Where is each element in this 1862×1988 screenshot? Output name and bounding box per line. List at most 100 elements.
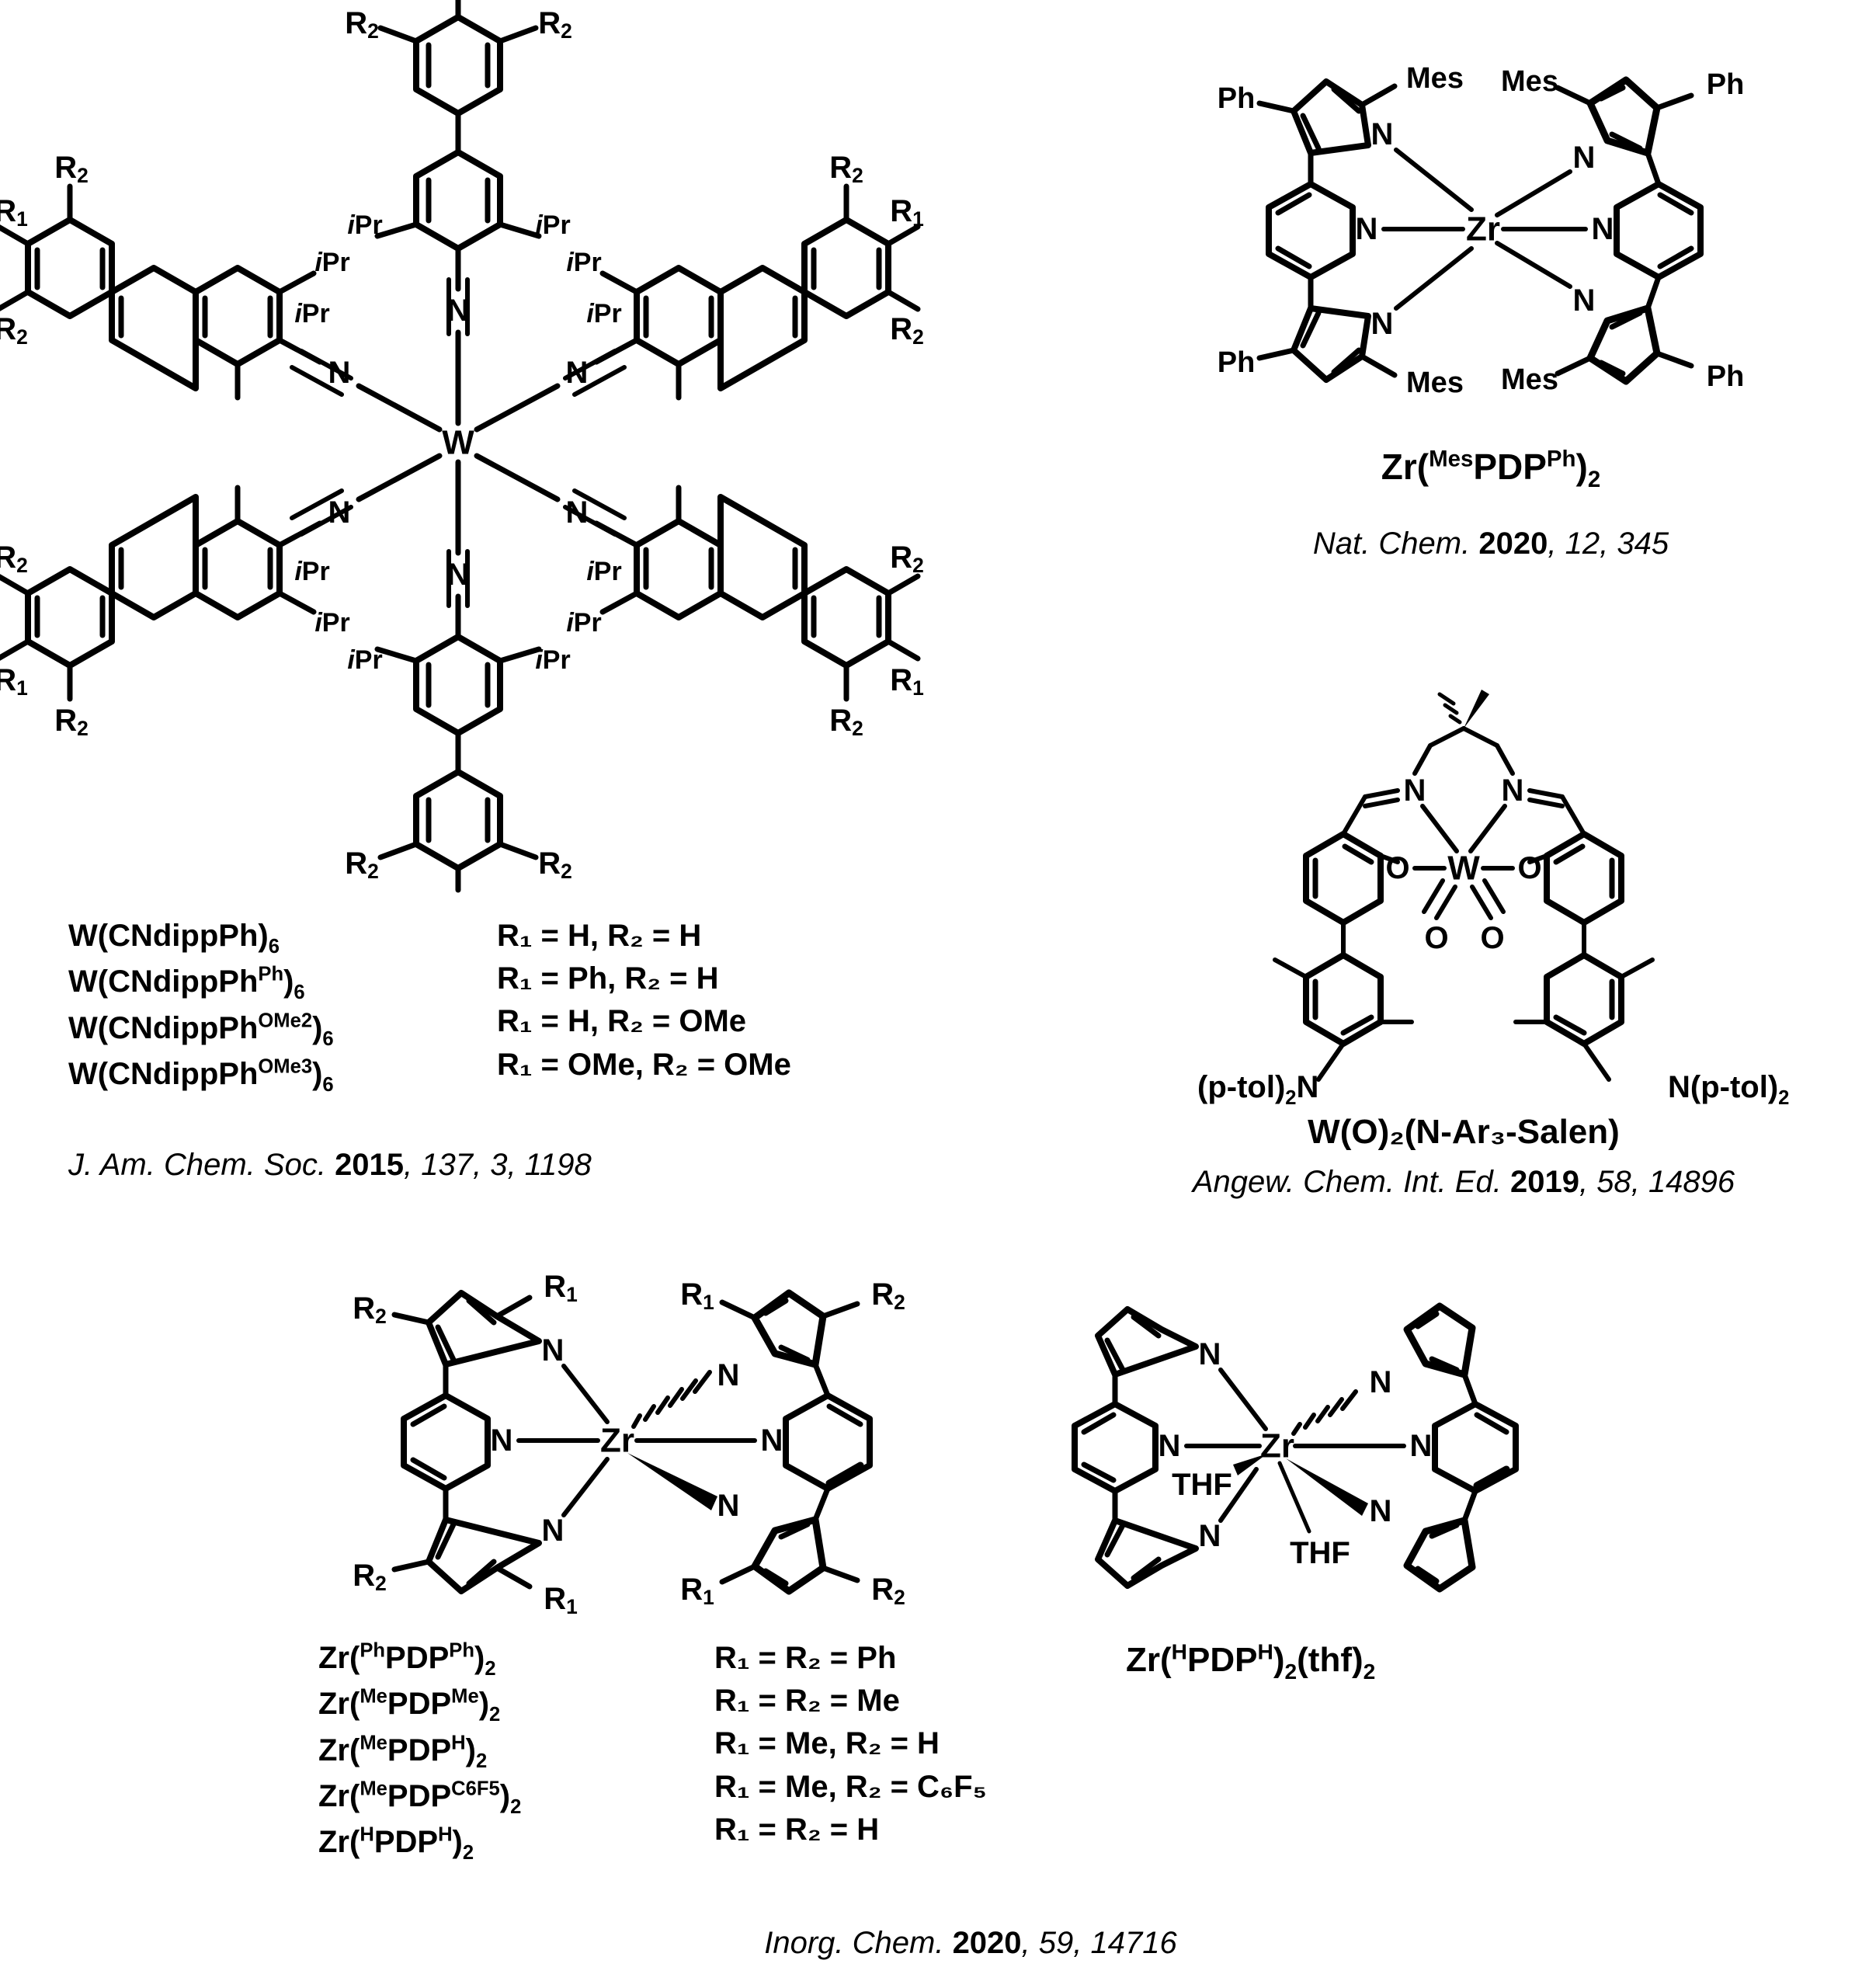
label-iPr: iPr <box>314 608 349 638</box>
label-R2: R2 <box>890 540 924 577</box>
citation-volume: 58 <box>1596 1165 1631 1199</box>
label-Mes: Mes <box>1501 65 1558 98</box>
pyrrole-ring-upper-right <box>751 1289 827 1368</box>
aryl-ring-salicyl-left <box>1303 831 1384 926</box>
atom-label-N-pyrrole-upper-right: N <box>717 1358 740 1392</box>
atom-label-N-pyrrole-lower-right: N <box>717 1489 740 1523</box>
label-R2: R2 <box>54 151 89 187</box>
citation-pages: 345 <box>1617 527 1669 561</box>
label-R2: R2 <box>345 6 379 43</box>
label-iPr: iPr <box>586 299 621 328</box>
wedge-bond-Zr-N <box>627 1453 717 1510</box>
pyrrole-ring-lower-right <box>1586 304 1661 385</box>
label-R2: R2 <box>829 151 863 187</box>
label-Ph: Ph <box>1707 360 1745 393</box>
aryl-ring-dipp-upper-right <box>634 265 724 367</box>
aryl-ring-biphenyl-upper-left <box>109 265 199 391</box>
atom-label-Zr: Zr <box>1260 1427 1294 1465</box>
label-Ph: Ph <box>1218 346 1256 379</box>
atom-label-N-pyridine-right: N <box>1410 1429 1433 1463</box>
zr-pdp-name-list: Zr(PhPDPPh)2 Zr(MePDPMe)2 Zr(MePDPH)2 Zr… <box>318 1637 521 1868</box>
label-iPr: iPr <box>294 557 329 586</box>
label-R2: R2 <box>538 846 572 883</box>
label-iPr: iPr <box>535 645 570 675</box>
citation-volume: 137 <box>421 1148 474 1182</box>
hash-methyl <box>1437 692 1462 725</box>
aryl-ring-xylyl-left <box>1303 952 1384 1047</box>
label-R1: R1 <box>680 1573 714 1609</box>
compound-name-w2: W(CNdippPhPh)6 <box>68 963 305 1004</box>
aryl-ring-dipp-top <box>413 149 503 252</box>
rgroup-def-zr3: R₁ = Me, R₂ = H <box>714 1726 940 1761</box>
aryl-ring-biphenyl-upper-right <box>717 265 808 391</box>
aryl-ring-outer-upper-left <box>25 217 115 319</box>
label-R2: R2 <box>829 704 863 740</box>
citation-pages: 3, 1198 <box>490 1148 592 1182</box>
citation-pages: 14716 <box>1090 1926 1177 1960</box>
label-iPr: iPr <box>314 248 349 277</box>
citation-journal: Inorg. Chem. <box>764 1926 944 1960</box>
atom-label-N-pyridine-left: N <box>491 1423 513 1458</box>
atom-label-N-pyridine-right: N <box>1592 212 1614 246</box>
atom-label-N-pyrrole-upper-right: N <box>1370 1365 1392 1399</box>
label-R2: R2 <box>871 1573 905 1609</box>
wedge-methyl <box>1464 690 1489 728</box>
pyridine-ring-right <box>1614 181 1704 280</box>
citation-year: 2019 <box>1509 1165 1579 1199</box>
atom-label-N-pyrrole-lower-right: N <box>1370 1494 1392 1528</box>
pyridine-ring-right <box>1432 1401 1519 1494</box>
atom-label-N-pyridine-right: N <box>761 1423 783 1458</box>
label-Mes: Mes <box>1501 363 1558 396</box>
label-R2: R2 <box>345 846 379 883</box>
pyridine-ring-left <box>1072 1401 1159 1494</box>
atom-label-O-phenolate-left: O <box>1385 851 1409 885</box>
pyridine-ring-left <box>1266 181 1356 280</box>
aryl-ring-outer-upper-right <box>801 217 891 319</box>
w-isocyanide-rgroup-list: R₁ = H, R₂ = H R₁ = Ph, R₂ = H R₁ = H, R… <box>497 915 791 1086</box>
citation-year: 2020 <box>952 1926 1022 1960</box>
atom-label-N-pyrrole-lower-left: N <box>1371 307 1394 341</box>
compound-name-w-salen: W(O)₂(N-Ar₃-Salen) <box>1308 1113 1620 1151</box>
citation-year: 2020 <box>1478 527 1548 561</box>
pyrrole-ring-lower-left <box>1095 1517 1199 1589</box>
zr-pdp-series-structure-panel: Zr N N N R2 R1 R2 R1 N N N <box>349 1254 963 1619</box>
label-R1: R1 <box>544 1270 578 1306</box>
rgroup-def-zr5: R₁ = R₂ = H <box>714 1812 880 1847</box>
aryl-ring-biphenyl-top <box>413 14 503 116</box>
atom-label-O-phenolate-right: O <box>1517 851 1541 885</box>
rgroup-def-zr4: R₁ = Me, R₂ = C₆F₅ <box>714 1769 987 1804</box>
compound-name-zr4: Zr(MePDPC6F5)2 <box>318 1778 522 1818</box>
label-Mes: Mes <box>1406 62 1464 95</box>
aryl-ring-outer-lower-left <box>25 566 115 669</box>
atom-label-N-imine-right: N <box>1502 773 1524 808</box>
label-R2: R2 <box>54 704 89 740</box>
atom-label-O-oxo-left: O <box>1424 921 1448 955</box>
citation-year: 2015 <box>335 1148 405 1182</box>
label-iPr: iPr <box>566 608 601 638</box>
rgroup-def-zr1: R₁ = R₂ = Ph <box>714 1641 897 1675</box>
atom-label-N-pyridine-left: N <box>1356 212 1378 246</box>
label-Mes: Mes <box>1406 367 1464 399</box>
label-R2: R2 <box>890 312 924 349</box>
aryl-ring-salicyl-right <box>1544 831 1624 926</box>
atom-label-O-oxo-right: O <box>1480 921 1504 955</box>
pyridine-ring-right <box>783 1392 873 1492</box>
atom-label-N-pyrrole-upper-left: N <box>1371 117 1394 151</box>
label-R1: R1 <box>890 194 924 231</box>
label-iPr: iPr <box>347 645 382 675</box>
compound-name-zr3: Zr(MePDPH)2 <box>318 1732 488 1772</box>
atom-label-N-imine-left: N <box>1404 773 1426 808</box>
atom-label-N-pyrrole-lower-left: N <box>542 1514 565 1548</box>
aryl-ring-dipp-upper-left <box>193 265 283 367</box>
aryl-ring-biphenyl-lower-left <box>109 494 199 620</box>
aryl-ring-xylyl-right <box>1544 952 1624 1047</box>
rgroup-def-w1: R₁ = H, R₂ = H <box>497 919 702 953</box>
atom-label-Zr: Zr <box>1466 210 1500 248</box>
pyrrole-ring-upper-left <box>426 1290 542 1368</box>
label-THF-left: THF <box>1172 1468 1232 1502</box>
label-iPr: iPr <box>566 248 601 277</box>
pyrrole-ring-upper-right <box>1403 1302 1476 1378</box>
compound-name-w1: W(CNdippPh)6 <box>68 919 280 958</box>
zr-pdp-rgroup-list: R₁ = R₂ = Ph R₁ = R₂ = Me R₁ = Me, R₂ = … <box>714 1637 987 1851</box>
label-R2: R2 <box>0 312 28 349</box>
